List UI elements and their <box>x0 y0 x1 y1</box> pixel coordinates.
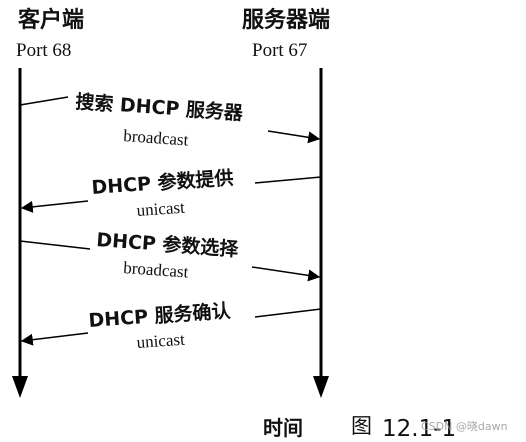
server-title: 服务器端 <box>242 8 330 33</box>
message-2-label: DHCP 参数提供 <box>91 166 234 199</box>
message-3-mode: broadcast <box>123 258 190 282</box>
server-lifeline-arrowhead <box>313 376 329 398</box>
message-1-arrow <box>267 130 321 144</box>
message-2-line-start <box>254 176 322 184</box>
client-lifeline-arrowhead <box>12 376 28 398</box>
server-port: Port 67 <box>252 40 307 61</box>
message-3-label: DHCP 参数选择 <box>96 228 240 261</box>
message-4-label: DHCP 服务确认 <box>88 299 231 332</box>
time-label: 时间 <box>263 416 303 440</box>
watermark: CSDN @晓dawn <box>421 420 508 433</box>
figure-caption: 图 <box>351 414 372 438</box>
client-port: Port 68 <box>16 40 71 61</box>
message-4-line-start <box>254 308 322 318</box>
message-2-arrow <box>20 200 89 213</box>
client-title: 客户端 <box>18 7 84 33</box>
figure-number: 12.1-1 <box>382 416 456 442</box>
message-1-label: 搜索 DHCP 服务器 <box>75 90 245 125</box>
message-2-mode: unicast <box>136 198 186 220</box>
message-4-mode: unicast <box>136 330 186 352</box>
message-4-arrow <box>20 332 89 346</box>
message-1-mode: broadcast <box>123 126 190 150</box>
message-3-arrow <box>251 266 321 282</box>
message-3-line-start <box>19 240 91 250</box>
message-1-line-start <box>19 96 69 106</box>
